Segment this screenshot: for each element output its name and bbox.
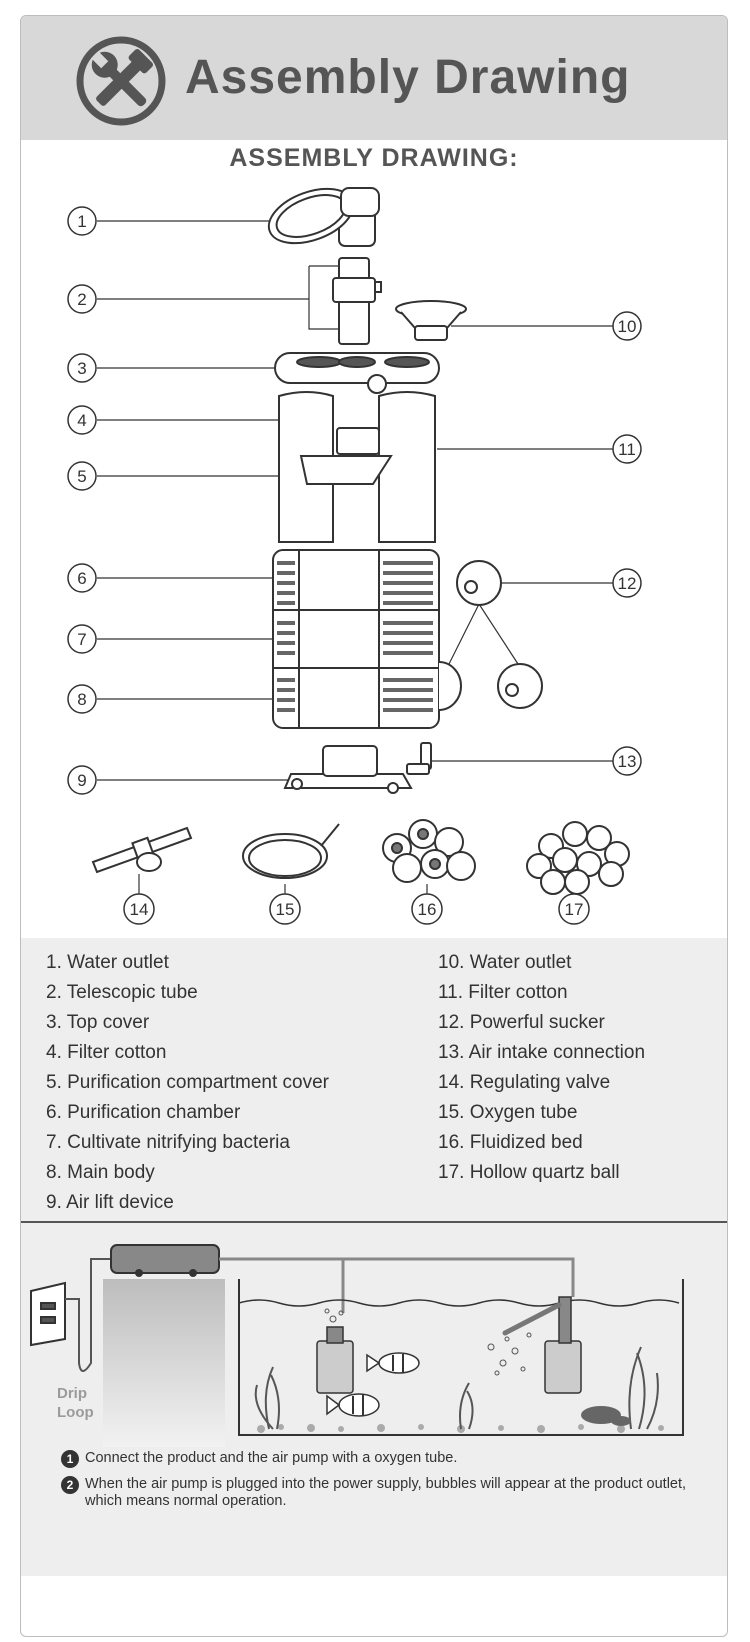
aquarium-tank bbox=[238, 1279, 684, 1436]
list-item: 14. Regulating valve bbox=[438, 1072, 611, 1093]
list-item: 13. Air intake connection bbox=[438, 1042, 646, 1063]
list-item: 15. Oxygen tube bbox=[438, 1102, 578, 1123]
callout-16: 16 bbox=[418, 900, 437, 919]
list-item: 17. Hollow quartz ball bbox=[438, 1162, 620, 1183]
drawing-subtitle: ASSEMBLY DRAWING: bbox=[229, 144, 519, 172]
callout-4: 4 bbox=[77, 411, 86, 430]
callout-6: 6 bbox=[77, 569, 86, 588]
instruction-step: 1 Connect the product and the air pump w… bbox=[61, 1450, 711, 1468]
assembly-diagram: 1 2 3 4 5 6 7 8 9 10 11 12 13 14 15 16 1… bbox=[67, 187, 642, 925]
instruction-text: Connect the product and the air pump wit… bbox=[85, 1450, 458, 1466]
list-item: 5. Purification compartment cover bbox=[46, 1072, 330, 1093]
list-item: 7. Cultivate nitrifying bacteria bbox=[46, 1132, 290, 1153]
list-item: 8. Main body bbox=[46, 1162, 155, 1183]
header-banner: Assembly Drawing bbox=[21, 16, 727, 140]
filter-cotton-right bbox=[378, 391, 436, 543]
telescopic-tube-part bbox=[332, 257, 382, 345]
instruction-step: 2 When the air pump is plugged into the … bbox=[61, 1476, 711, 1510]
callout-14: 14 bbox=[130, 900, 149, 919]
page-frame: Assembly Drawing ASSEMBLY DRAWING: bbox=[20, 15, 728, 1637]
callout-2: 2 bbox=[77, 290, 86, 309]
fish-icon bbox=[326, 1352, 420, 1417]
power-outlet-icon bbox=[30, 1281, 66, 1347]
air-lift-base-part bbox=[283, 745, 413, 794]
air-intake-part bbox=[406, 742, 432, 775]
callout-8: 8 bbox=[77, 690, 86, 709]
list-item: 6. Purification chamber bbox=[46, 1102, 241, 1123]
callout-12: 12 bbox=[618, 574, 637, 593]
compartment-cover-part bbox=[299, 427, 393, 485]
callout-9: 9 bbox=[77, 771, 86, 790]
list-item: 1. Water outlet bbox=[46, 952, 169, 973]
list-item: 3. Top cover bbox=[46, 1012, 150, 1033]
callout-5: 5 bbox=[77, 467, 86, 486]
callout-3: 3 bbox=[77, 359, 86, 378]
air-pump-icon bbox=[110, 1244, 220, 1277]
callout-15: 15 bbox=[276, 900, 295, 919]
usage-panel bbox=[21, 1223, 727, 1576]
tools-icon bbox=[76, 36, 166, 126]
parts-list-right: 10. Water outlet 11. Filter cotton 12. P… bbox=[438, 948, 645, 1188]
callout-7: 7 bbox=[77, 630, 86, 649]
filter-unit-left bbox=[316, 1326, 354, 1394]
aquarium-illustration bbox=[30, 1244, 684, 1447]
plant-icon bbox=[254, 1346, 659, 1430]
outlet-nozzle-part bbox=[395, 300, 467, 341]
step-number-badge: 2 bbox=[61, 1476, 79, 1494]
sucker-parts bbox=[438, 560, 543, 711]
quartz-ball-part bbox=[526, 821, 630, 895]
list-item: 9. Air lift device bbox=[46, 1192, 174, 1213]
list-item: 16. Fluidized bed bbox=[438, 1132, 583, 1153]
instructions: 1 Connect the product and the air pump w… bbox=[61, 1450, 711, 1518]
callout-13: 13 bbox=[618, 752, 637, 771]
parts-legend: 1. Water outlet 2. Telescopic tube 3. To… bbox=[21, 938, 727, 1241]
step-number-badge: 1 bbox=[61, 1450, 79, 1468]
list-item: 4. Filter cotton bbox=[46, 1042, 167, 1063]
page-title: Assembly Drawing bbox=[185, 51, 631, 104]
instruction-text: When the air pump is plugged into the po… bbox=[85, 1476, 687, 1509]
section-divider bbox=[21, 1221, 727, 1223]
top-cover-part bbox=[274, 352, 440, 394]
regulating-valve-part bbox=[91, 826, 193, 874]
fluidized-bed-part bbox=[382, 819, 476, 883]
parts-list-left: 1. Water outlet 2. Telescopic tube 3. To… bbox=[46, 948, 329, 1218]
callout-11: 11 bbox=[618, 440, 636, 459]
callout-1: 1 bbox=[77, 212, 86, 231]
list-item: 2. Telescopic tube bbox=[46, 982, 198, 1003]
callout-10: 10 bbox=[618, 317, 637, 336]
list-item: 11. Filter cotton bbox=[438, 982, 568, 1003]
drip-loop-label: Drip Loop bbox=[57, 1385, 94, 1421]
oxygen-tube-part bbox=[242, 823, 340, 879]
list-item: 12. Powerful sucker bbox=[438, 1012, 605, 1033]
list-item: 10. Water outlet bbox=[438, 952, 572, 973]
callout-17: 17 bbox=[565, 900, 584, 919]
water-outlet-part bbox=[267, 187, 380, 247]
filter-unit-right bbox=[544, 1296, 582, 1394]
